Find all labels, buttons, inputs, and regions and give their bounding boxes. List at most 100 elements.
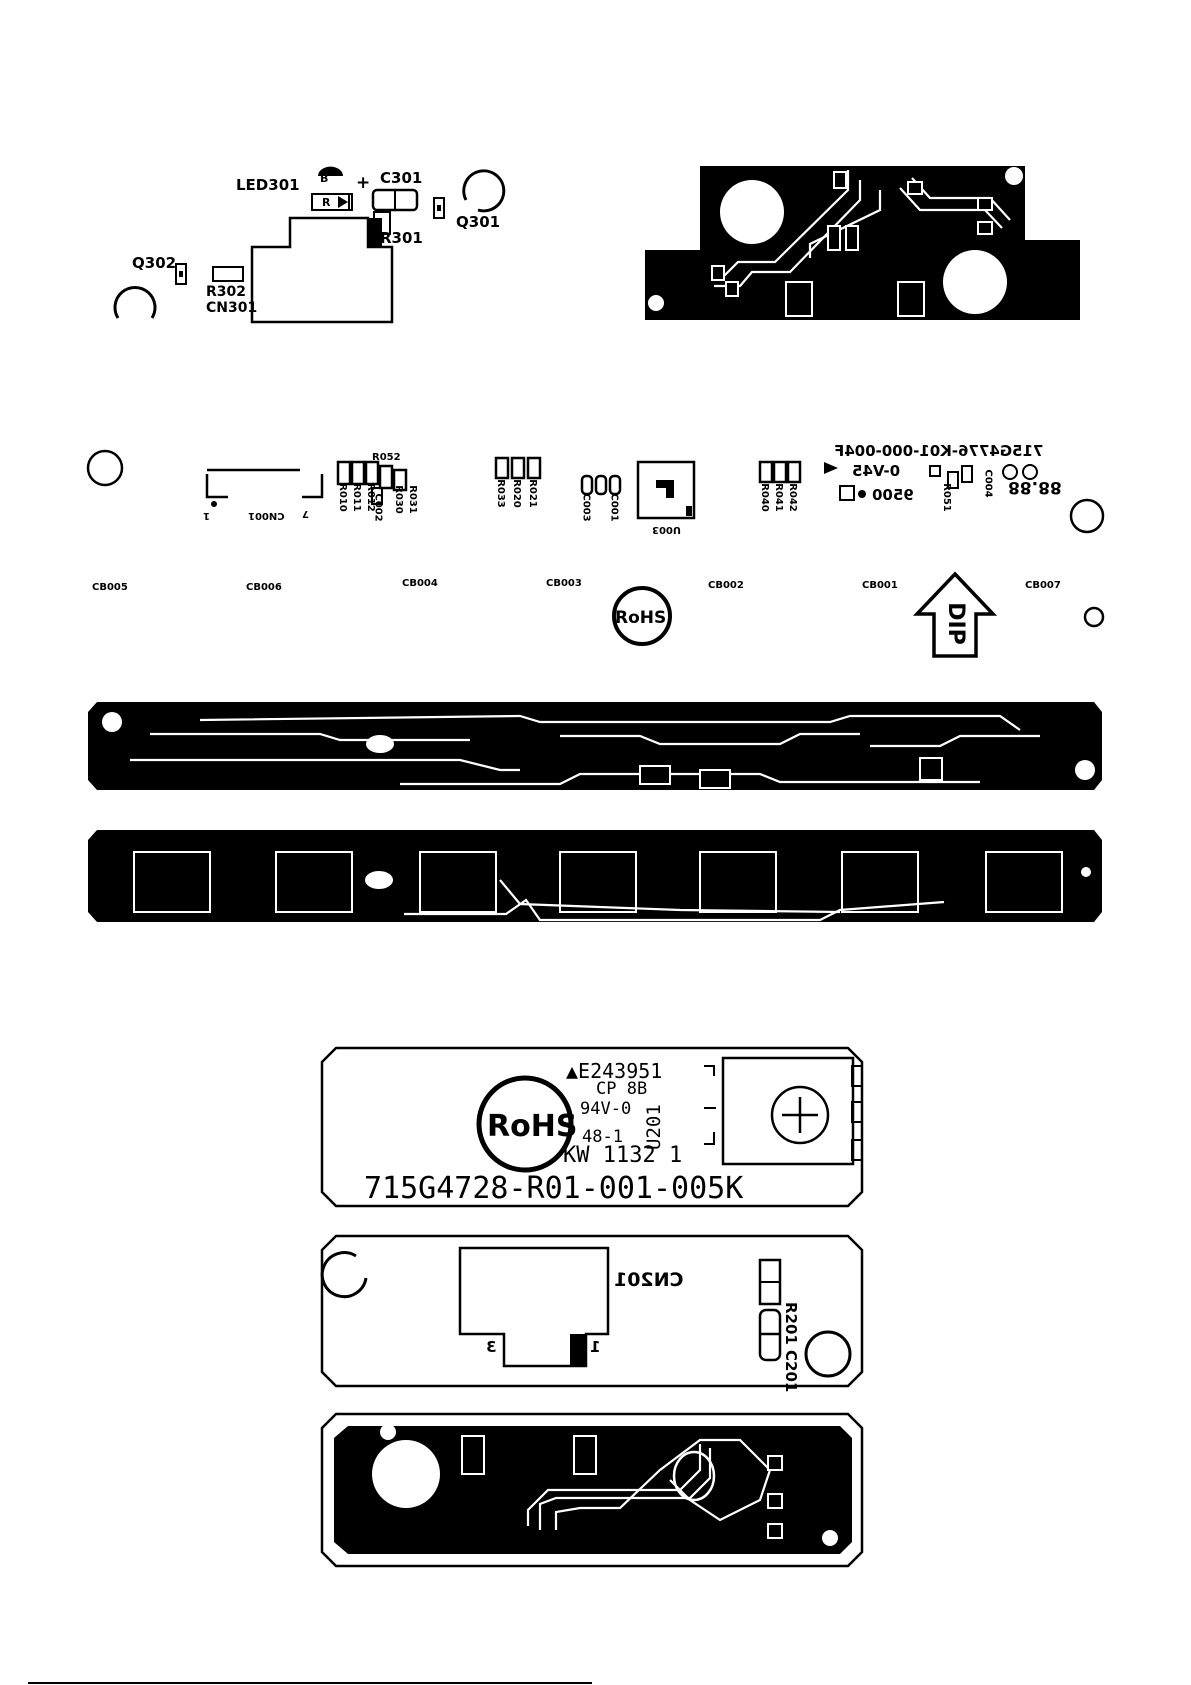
copper-a-fill [88,702,1102,790]
label-b: B [320,172,328,185]
u201-pin-c [851,1139,863,1161]
led301-outline [311,193,353,211]
copper-b-pad-3 [419,851,497,913]
cn001-right-bracket [302,474,324,499]
rohs-logo-small [476,1075,574,1173]
label-part-number-long: 715G4776-K01-000-004F [834,442,1043,460]
c004-outline [961,465,973,483]
r011-outline [350,460,366,486]
c001a-outline [594,474,608,496]
r032-outline [392,468,408,492]
mount-hole-left [113,286,157,319]
copper-b-pad-4 [559,851,637,913]
q301-pad [437,205,441,211]
copper-a-hole-1 [102,712,122,732]
copper-a-trace-3 [130,758,520,772]
copper-small-trace-1 [526,1444,702,1526]
label-r020: R020 [511,479,522,508]
label-r042: R042 [787,483,798,512]
label-r033: R033 [495,479,506,508]
label-kw: KW 1132 1 [563,1143,682,1168]
label-ul: ▲E243951 [566,1059,662,1083]
pad-10 [897,281,925,317]
copper-a-slot [366,735,394,753]
long-board-silkscreen: 1 CN001 7 R052 R010 R011 R012 C002 R030 … [86,442,1105,658]
recycle-box [839,485,855,501]
q301-outline [433,197,445,219]
label-c201: C201 [782,1350,800,1392]
copper-small-pad-2 [573,1435,597,1475]
copper-small-trace-2 [538,1448,712,1530]
copper-a-trace-4 [560,732,860,746]
label-c002: C002 [373,493,384,521]
copper-a-trace-5 [870,734,1040,748]
label-u003: U003 [652,524,681,535]
copper-fill [645,166,1080,320]
mark-circle-1 [1002,464,1018,480]
u201-pin-b [851,1101,863,1123]
label-cb002: CB002 [708,580,744,591]
copper-b-trace-2 [499,879,841,914]
label-cn001-pin7: 7 [302,508,309,519]
label-date: 88.88 [1008,477,1062,497]
label-94v0: 94V-0 [580,1099,631,1119]
mark-circle-2 [1022,464,1038,480]
pad-4 [977,221,993,235]
copper-b-slot [365,871,393,889]
c003-outline [580,474,594,496]
small-board-top-outline [320,1046,864,1208]
r041-outline [772,460,788,484]
u003-outline [636,460,696,520]
copper-small-hole-1 [372,1440,440,1508]
u003-marking [656,480,674,498]
mount-hole-dip [1083,606,1105,628]
mount-hole-mid-right [804,1330,852,1378]
copper-small-ring [672,1450,716,1502]
small-box [929,465,941,477]
label-cn201-pin1: 1 [590,1338,600,1356]
mount-hole-top-right [462,169,506,213]
r051-outline [947,471,959,489]
trace-1 [721,170,850,279]
u201-knob [770,1085,830,1145]
label-q302: Q302 [132,254,176,272]
pad-5 [827,225,841,251]
label-cp: CP 8B [596,1079,647,1099]
cn201-pin1 [570,1334,586,1366]
label-cb004: CB004 [402,578,438,589]
small-board-bottom-outline [320,1412,864,1568]
mount-hole-mid-left [320,1251,368,1299]
label-plus: + [356,173,370,193]
label-r052: R052 [372,452,401,463]
long-board-copper-a [88,702,1102,790]
pad-3 [977,197,993,211]
copper-a-trace-2 [150,732,470,742]
label-code: 9500 [872,486,914,504]
ul-triangle [824,462,838,474]
copper-a-pad-3 [919,757,943,781]
copper-small-trace-3 [554,1438,772,1530]
r302-outline [212,266,244,282]
copper-hole-small-1 [1005,167,1023,185]
q302-outline [175,263,187,285]
label-r011: R011 [351,483,362,512]
r052-outline [378,464,394,490]
label-part-number-small: 715G4728-R01-001-005K [364,1171,743,1206]
copper-hole-2 [943,250,1007,314]
pad-7 [711,265,725,281]
copper-small-hole-2 [380,1424,396,1440]
r033-outline [494,456,510,480]
copper-small-pad-4 [767,1493,783,1509]
label-cn301: CN301 [206,300,257,316]
r020-outline [510,456,526,480]
cn001-pin1-dot [211,501,217,507]
copper-a-pad-1 [639,765,671,785]
copper-b-pad-5 [699,851,777,913]
long-board-copper-b [88,830,1102,922]
label-r051: R051 [941,483,952,512]
label-led301: LED301 [236,176,300,194]
top-left-silkscreen: LED301 B R + C301 R301 Q301 Q302 R302 CN… [113,166,506,324]
label-c001: C001 [609,493,620,521]
label-q301: Q301 [456,213,500,231]
label-cb001: CB001 [862,580,898,591]
